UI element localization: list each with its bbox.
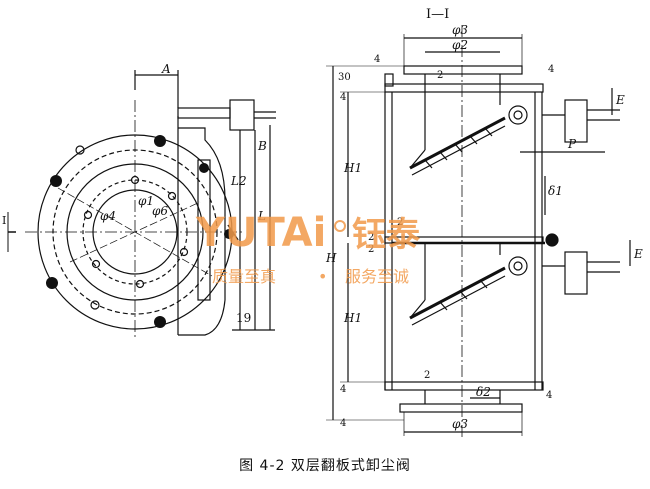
upper-pivot: [508, 105, 528, 125]
watermark-slogan-right: 服务至诚: [345, 267, 409, 286]
label-4-tl: 4: [374, 54, 380, 65]
inner-hole: [167, 191, 177, 201]
upper-pivot-hub: [513, 110, 523, 120]
bolt-hole: [154, 135, 166, 147]
bottom-flange: [399, 403, 523, 413]
label-l2: L2: [230, 174, 247, 188]
watermark-brand-latin: YUTAi: [195, 210, 326, 256]
lower-pivot: [508, 256, 528, 276]
watermark-slogan-left: 质量至真: [212, 267, 276, 286]
inner-hole: [83, 210, 93, 220]
inner-hole: [130, 175, 140, 185]
lower-pivot-hub: [513, 261, 523, 271]
flange-lip: [384, 73, 394, 87]
bolt-hole: [46, 277, 58, 289]
cut-mark: I: [2, 214, 6, 227]
lower-counterweight: [564, 251, 588, 295]
bolt-hole-open: [90, 300, 100, 310]
section-view: [326, 25, 631, 440]
upper-counterweight: [564, 99, 588, 143]
label-h1-upper: H1: [343, 161, 362, 175]
label-2-bottom: 2: [424, 370, 430, 381]
label-2-top: 2: [437, 70, 443, 81]
section-label: I—I: [426, 7, 449, 22]
upper-ring: [384, 83, 544, 93]
label-30: 30: [338, 72, 351, 83]
hatch: [424, 159, 433, 169]
diagonal-line-b: [69, 201, 201, 263]
label-h: H: [325, 251, 337, 265]
outer-bolts: [46, 135, 234, 328]
label-4-bl: 4: [340, 384, 346, 395]
bolt-hole-open: [75, 145, 85, 155]
label-4-br: 4: [546, 390, 552, 401]
hatch: [479, 279, 488, 289]
watermark-brand-cn: 钰泰: [352, 215, 421, 255]
inner-hole: [179, 247, 189, 257]
label-p: P: [567, 137, 577, 151]
upper-flap: [409, 116, 506, 176]
label-4-ml: 4: [340, 92, 346, 103]
label-phi3-bottom: φ3: [452, 417, 468, 431]
label-e-top: E: [615, 93, 625, 107]
label-phi3-top: φ3: [452, 23, 468, 37]
section-mark-right: [227, 224, 239, 241]
label-phi6: φ6: [152, 204, 168, 218]
label-h1-lower: H1: [343, 311, 362, 325]
label-l: L: [257, 209, 266, 223]
label-a: A: [161, 62, 171, 76]
flange-plan-view: [7, 70, 276, 340]
mid-bolt: [545, 233, 559, 247]
label-2-mid2: 2: [368, 232, 374, 243]
bolt-hole: [50, 175, 62, 187]
hatch: [439, 151, 448, 161]
inner-hole: [135, 279, 145, 289]
label-19: 19: [236, 311, 251, 325]
label-delta2: δ2: [476, 385, 491, 399]
hatch: [469, 135, 478, 145]
label-phi2: φ2: [452, 38, 468, 52]
inner-hole: [91, 259, 101, 269]
label-4-tr: 4: [548, 64, 554, 75]
hatch: [454, 143, 463, 153]
label-delta1: δ1: [548, 184, 563, 198]
hatch: [484, 127, 493, 137]
label-phi4: φ4: [100, 209, 116, 223]
bolt-hole: [154, 316, 166, 328]
bolt-hole: [199, 163, 209, 173]
label-phi1: φ1: [138, 194, 154, 208]
shaft-bracket: [177, 107, 231, 119]
lower-flap: [409, 266, 506, 326]
lower-ring: [384, 381, 544, 391]
top-flange: [403, 65, 523, 75]
hatch: [439, 301, 448, 311]
figure-caption: 图 4-2 双层翻板式卸尘阀: [239, 458, 411, 474]
hatch: [459, 290, 468, 300]
side-plate: [197, 159, 211, 301]
watermark-registered-icon: [334, 220, 346, 232]
counterweight-top: [229, 99, 255, 131]
label-e-bottom: E: [633, 247, 643, 261]
label-2-mid3: 2: [368, 244, 374, 255]
valve-housing-outline: [178, 127, 226, 336]
label-4-bl2: 4: [340, 418, 346, 429]
label-2-mid1: 2: [397, 217, 403, 228]
watermark: YUTAi 钰泰 质量至真 • 服务至诚: [195, 210, 421, 286]
label-b: B: [257, 139, 267, 153]
watermark-slogan-dot: •: [318, 267, 327, 286]
